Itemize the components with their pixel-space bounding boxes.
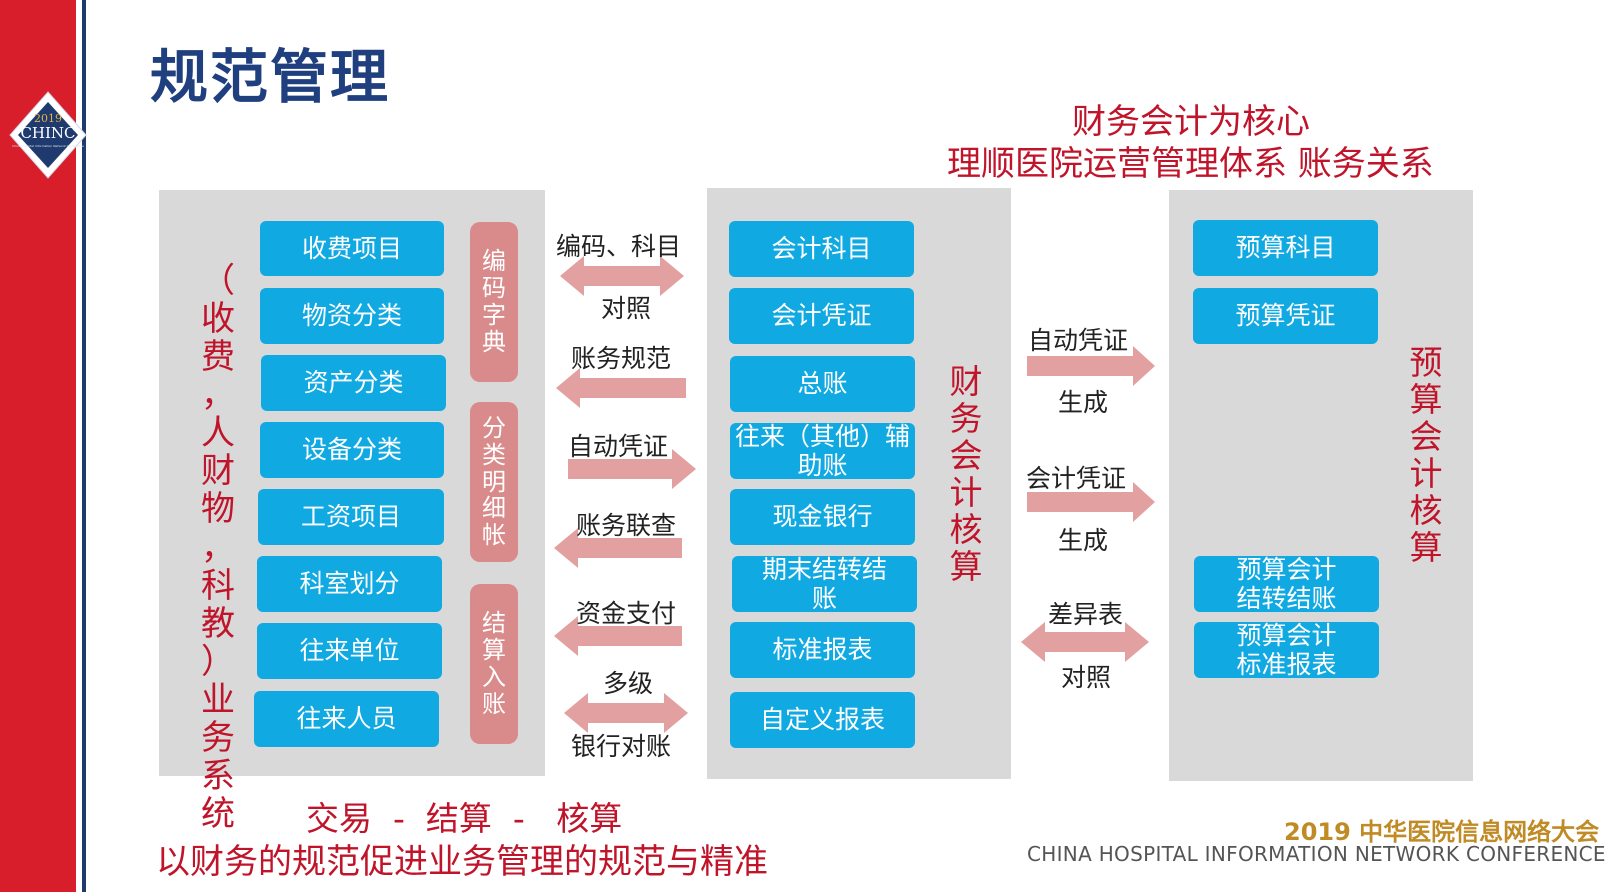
budget-accounting-label: 预算会计核算 [1409,343,1443,567]
tag-category-detail-account: 分类明细帐 [470,402,518,562]
item-budget-subject: 预算科目 [1193,220,1378,276]
label-mapping: 对照 [601,294,652,323]
arrow-double-coding [560,256,684,296]
label-auto-voucher-right: 自动凭证 [1028,326,1129,355]
middle-arrows [554,256,696,733]
item-budget-voucher: 预算凭证 [1193,288,1378,344]
label-bank-reconciliation: 银行对账 [571,732,672,761]
item-material-category: 物资分类 [260,288,444,344]
arrow-left-payment [554,616,682,656]
label-generate-2: 生成 [1058,526,1109,555]
item-equipment-category: 设备分类 [260,422,444,478]
bottom-summary-text: 以财务的规范促进业务管理的规范与精准 [156,842,768,882]
arrow-right-auto-voucher [1027,346,1155,386]
label-mapping-right: 对照 [1061,663,1112,692]
label-multilevel: 多级 [603,669,654,698]
page-title: 规范管理 [150,43,391,111]
logo-subtitle: China Hospital Information Network Confe… [12,144,84,148]
item-custom-reports: 自定义报表 [730,692,915,748]
financial-accounting-label: 财务会计核算 [949,362,983,586]
item-salary-items: 工资项目 [258,489,444,545]
financial-accounting-panel [707,188,1011,779]
item-accounting-subject: 会计科目 [729,221,914,277]
item-budget-standard-reports: 预算会计标准报表 [1194,621,1379,679]
bottom-flow-text: 交易 - 结算 - 核算 [306,799,623,838]
header-line-2: 理顺医院运营管理体系 账务关系 [947,144,1434,184]
chinc-logo: 2019 CHINC China Hospital Information Ne… [9,91,87,179]
label-accounting-voucher-right: 会计凭证 [1026,464,1127,493]
footer-conference-en: CHINA HOSPITAL INFORMATION NETWORK CONFE… [1027,842,1606,866]
right-arrows [1021,346,1155,662]
label-coding-subject: 编码、科目 [556,232,682,261]
label-account-query: 账务联查 [576,511,677,540]
logo-year: 2019 [34,112,62,125]
tag-coding-dictionary: 编码字典 [470,222,518,382]
arrow-right-voucher [568,449,696,489]
item-counterparty-units: 往来单位 [257,623,442,679]
label-account-standard: 账务规范 [571,344,672,373]
item-accounting-voucher: 会计凭证 [729,288,914,344]
item-counterparty-persons: 往来人员 [254,691,439,747]
label-variance-table: 差异表 [1048,600,1124,629]
header-line-1: 财务会计为核心 [1072,102,1310,142]
item-department-division: 科室划分 [257,556,442,612]
item-standard-reports: 标准报表 [730,622,915,678]
item-asset-category: 资产分类 [261,355,446,411]
arrow-double-variance [1021,622,1149,662]
item-general-ledger: 总账 [730,356,915,412]
label-fund-payment: 资金支付 [576,599,677,628]
item-charge-items: 收费项目 [260,221,444,276]
item-auxiliary-ledger: 往来（其他）辅助账 [730,422,915,480]
label-generate-1: 生成 [1058,388,1109,417]
tag-settlement-posting: 结算入账 [470,584,518,744]
footer-conference-cn: 2019 中华医院信息网络大会 [1284,818,1600,846]
item-period-end-closing: 期末结转结账 [732,555,917,613]
left-accent-stripe-navy [82,0,86,892]
item-cash-bank: 现金银行 [730,489,915,545]
business-systems-label: （收费，人财物，科教）业务系统 [201,261,235,835]
arrow-right-acct-voucher [1027,482,1155,522]
label-auto-voucher: 自动凭证 [568,432,669,461]
logo-brand: CHINC [20,124,75,142]
arrow-double-bank [564,693,688,733]
arrow-left-query [554,528,682,568]
left-accent-stripe [76,0,82,892]
arrow-left-standard [556,368,686,408]
item-budget-closing: 预算会计结转结账 [1194,555,1379,613]
